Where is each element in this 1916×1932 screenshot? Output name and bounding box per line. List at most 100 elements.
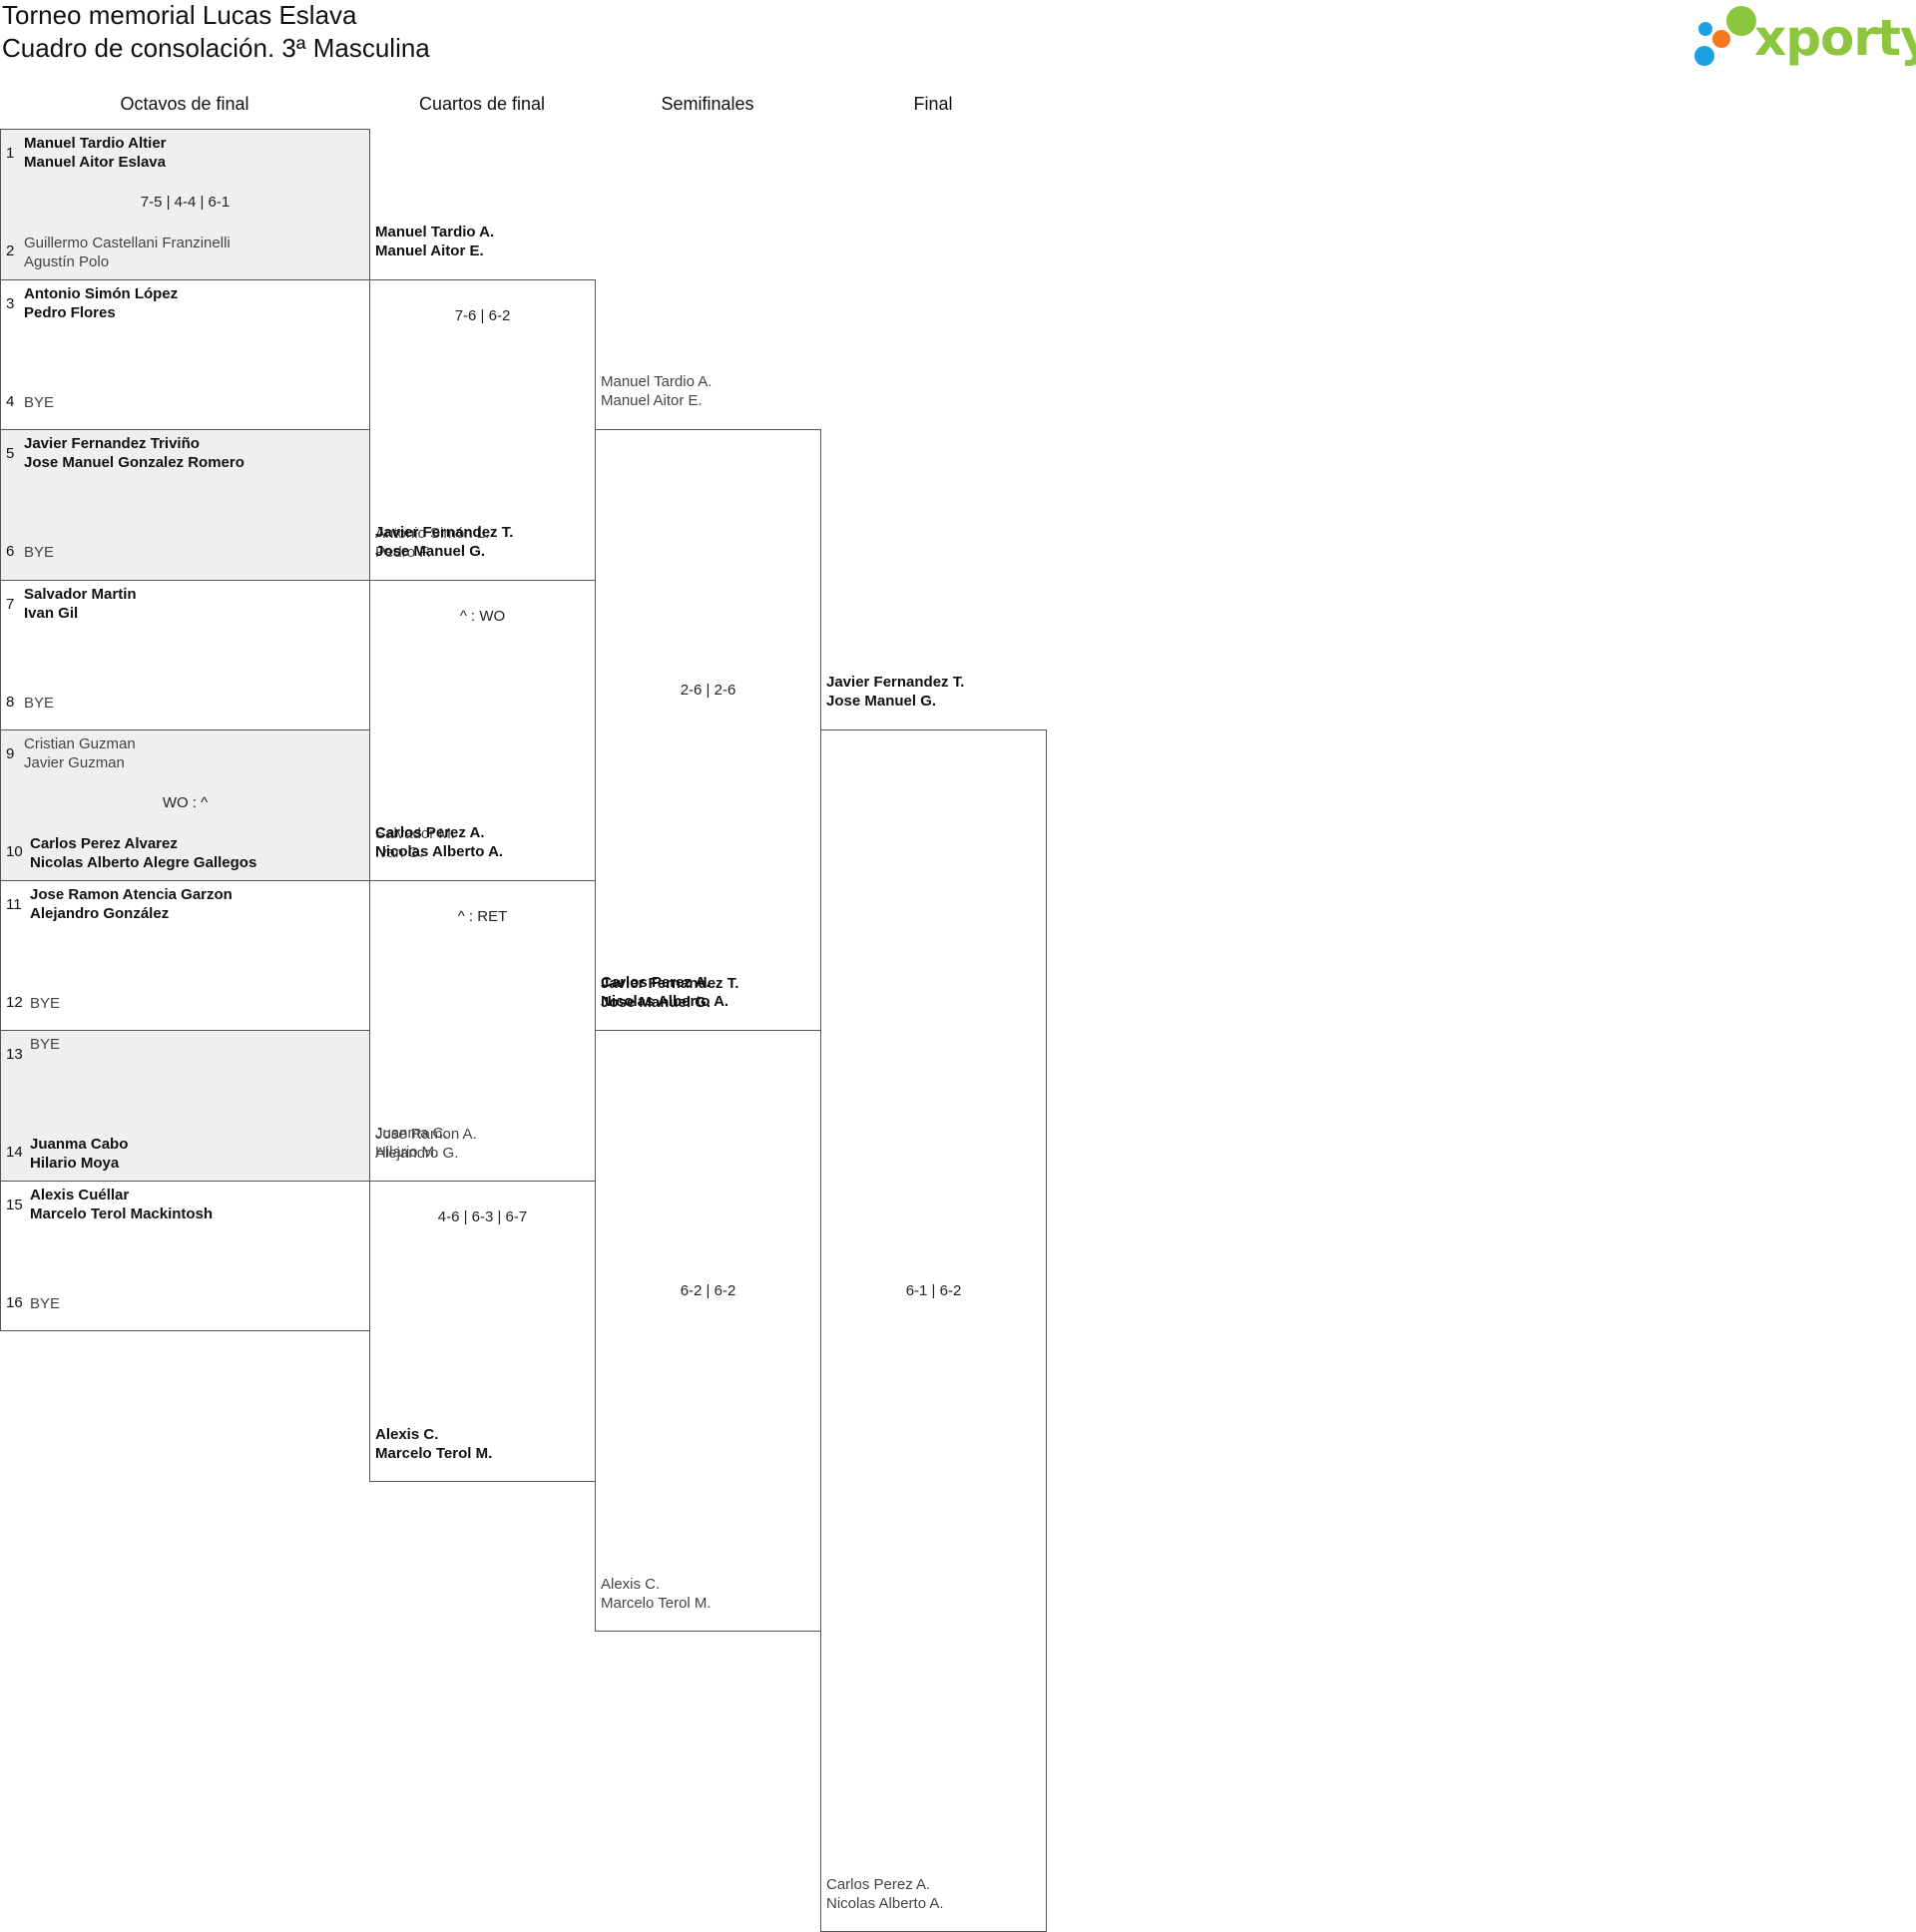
- cuartos-4-bottom-player-1: Alexis C.: [375, 1425, 439, 1443]
- final-1-top-player-2: Jose Manuel G.: [826, 693, 937, 710]
- semis-1-top-player-1: Manuel Tardio A.: [601, 373, 713, 390]
- semis-2-score: 6-2 | 6-2: [680, 1282, 736, 1299]
- octavos-7-bottom-player-2: Hilario Moya: [30, 1155, 120, 1172]
- octavos-3-bottom-player-1: BYE: [24, 544, 55, 561]
- octavos-6-bottom-player-1: BYE: [30, 994, 61, 1012]
- octavos-2-bottom-player-1: BYE: [24, 393, 55, 411]
- cuartos-2-top-player-1: Javier Fernandez T.: [375, 523, 514, 541]
- octavos-2-top-seed: 3: [6, 294, 15, 312]
- round-header-semis: Semifinales: [661, 94, 754, 114]
- octavos-8-top-player-2: Marcelo Terol Mackintosh: [30, 1205, 214, 1222]
- octavos-6-top-player-1: Jose Ramon Atencia Garzon: [30, 885, 233, 903]
- octavos-3-top-seed: 5: [6, 445, 15, 462]
- final-1-bottom-player-2: Nicolas Alberto A.: [826, 1895, 944, 1912]
- octavos-1-bottom-seed: 2: [6, 242, 15, 259]
- cuartos-2-top-player-2: Jose Manuel G.: [375, 542, 486, 560]
- cuartos-3-top-player-2: Nicolas Alberto A.: [375, 842, 504, 860]
- round-header-cuartos: Cuartos de final: [418, 94, 546, 114]
- octavos-5-score: WO : ^: [162, 794, 209, 811]
- octavos-7-top-player-1: BYE: [30, 1036, 61, 1053]
- octavos-1-top-seed: 1: [6, 145, 15, 162]
- octavos-5-top-seed: 9: [6, 745, 15, 762]
- logo-dot-blue-top: [1698, 22, 1712, 36]
- octavos-8-top-seed: 15: [6, 1196, 23, 1213]
- octavos-8-bottom-player-1: BYE: [30, 1294, 61, 1312]
- octavos-1-bottom-player-2: Agustín Polo: [24, 253, 110, 270]
- octavos-4-top-player-1: Salvador Martin: [24, 585, 137, 603]
- semis-1-bottom-player-2: Jose Manuel G.: [601, 994, 712, 1011]
- cuartos-4-score: 4-6 | 6-3 | 6-7: [437, 1208, 528, 1225]
- octavos-6-top-player-2: Alejandro González: [30, 904, 170, 922]
- octavos-1-top-player-2: Manuel Aitor Eslava: [24, 154, 166, 171]
- cuartos-1-score: 7-6 | 6-2: [454, 306, 511, 324]
- final-match-1[interactable]: [820, 729, 1047, 1932]
- octavos-match-6[interactable]: [0, 879, 370, 1031]
- semis-match-2[interactable]: [595, 1030, 821, 1632]
- cuartos-4-top-player-2: Hilario M.: [375, 1143, 439, 1161]
- cuartos-4-top-player-1: Juanma C.: [375, 1124, 448, 1142]
- cuartos-match-1[interactable]: [369, 278, 596, 581]
- octavos-5-bottom-player-1: Carlos Perez Alvarez: [30, 835, 178, 852]
- octavos-4-bottom-player-1: BYE: [24, 694, 55, 712]
- octavos-8-top-player-1: Alexis Cuéllar: [30, 1186, 130, 1204]
- logo-dot-blue-bottom: [1694, 46, 1714, 66]
- cuartos-3-top-player-1: Carlos Perez A.: [375, 823, 485, 841]
- octavos-8-bottom-seed: 16: [6, 1293, 23, 1311]
- cuartos-3-bottom-player-1: Jose Ramon A.: [375, 1125, 477, 1143]
- semis-2-top-player-2: Nicolas Alberto A.: [601, 993, 729, 1010]
- semis-2-bottom-player-2: Marcelo Terol M.: [601, 1595, 712, 1612]
- octavos-7-bottom-seed: 14: [6, 1144, 23, 1161]
- cuartos-2-bottom-player-1: Salvador M.: [375, 824, 456, 842]
- semis-2-top-player-1: Carlos Perez A.: [601, 974, 711, 991]
- octavos-match-3[interactable]: [0, 429, 370, 581]
- octavos-5-bottom-player-2: Nicolas Alberto Alegre Gallegos: [30, 854, 257, 871]
- semis-match-1[interactable]: [595, 429, 821, 1031]
- octavos-match-1[interactable]: [0, 129, 370, 280]
- cuartos-1-bottom-player-1: Antonio Simón L.: [375, 524, 490, 542]
- octavos-5-top-player-2: Javier Guzman: [24, 754, 125, 771]
- round-header-final: Final: [913, 94, 953, 114]
- cuartos-2-score: ^ : WO: [459, 607, 506, 625]
- cuartos-2-bottom-player-2: Ivan G.: [375, 843, 424, 861]
- octavos-2-top-player-1: Antonio Simón López: [24, 284, 179, 302]
- octavos-3-top-player-1: Javier Fernandez Triviño: [24, 435, 200, 452]
- octavos-3-bottom-seed: 6: [6, 543, 15, 560]
- octavos-6-bottom-seed: 12: [6, 993, 23, 1011]
- round-header-octavos: Octavos de final: [120, 94, 249, 114]
- octavos-5-bottom-seed: 10: [6, 843, 23, 860]
- octavos-4-top-player-2: Ivan Gil: [24, 604, 79, 622]
- octavos-7-bottom-player-1: Juanma Cabo: [30, 1136, 129, 1153]
- semis-1-score: 2-6 | 2-6: [680, 682, 736, 699]
- cuartos-3-score: ^ : RET: [457, 907, 508, 925]
- octavos-match-2[interactable]: [0, 278, 370, 430]
- cuartos-1-top-player-2: Manuel Aitor E.: [375, 242, 484, 259]
- logo-wordmark: xporty: [1754, 9, 1916, 67]
- octavos-6-top-seed: 11: [6, 895, 22, 913]
- octavos-4-top-seed: 7: [6, 595, 15, 613]
- octavos-4-bottom-seed: 8: [6, 693, 15, 711]
- cuartos-1-bottom-player-2: Pedro F.: [375, 543, 431, 561]
- octavos-match-4[interactable]: [0, 579, 370, 730]
- cuartos-4-bottom-player-2: Marcelo Terol M.: [375, 1444, 493, 1462]
- octavos-match-8[interactable]: [0, 1180, 370, 1331]
- octavos-1-score: 7-5 | 4-4 | 6-1: [140, 194, 231, 211]
- xporty-logo: xporty: [1692, 2, 1916, 70]
- octavos-1-bottom-player-1: Guillermo Castellani Franzinelli: [24, 235, 231, 251]
- semis-2-bottom-player-1: Alexis C.: [601, 1576, 661, 1593]
- final-1-top-player-1: Javier Fernandez T.: [826, 674, 965, 691]
- semis-1-top-player-2: Manuel Aitor E.: [601, 392, 703, 409]
- tournament-title: Torneo memorial Lucas Eslava: [2, 0, 357, 30]
- cuartos-3-bottom-player-2: Alejandro G.: [375, 1144, 459, 1162]
- logo-dot-green: [1726, 6, 1756, 36]
- octavos-2-bottom-seed: 4: [6, 392, 15, 410]
- semis-1-bottom-player-1: Javier Fernandez T.: [601, 975, 739, 992]
- final-1-score: 6-1 | 6-2: [905, 1282, 962, 1299]
- logo-dot-orange: [1712, 30, 1730, 48]
- cuartos-match-4[interactable]: [369, 1180, 596, 1482]
- cuartos-match-3[interactable]: [369, 879, 596, 1182]
- final-1-bottom-player-1: Carlos Perez A.: [826, 1876, 931, 1893]
- octavos-1-top-player-1: Manuel Tardio Altier: [24, 135, 167, 152]
- octavos-5-top-player-1: Cristian Guzman: [24, 735, 136, 752]
- octavos-2-top-player-2: Pedro Flores: [24, 303, 116, 321]
- cuartos-match-2[interactable]: [369, 579, 596, 881]
